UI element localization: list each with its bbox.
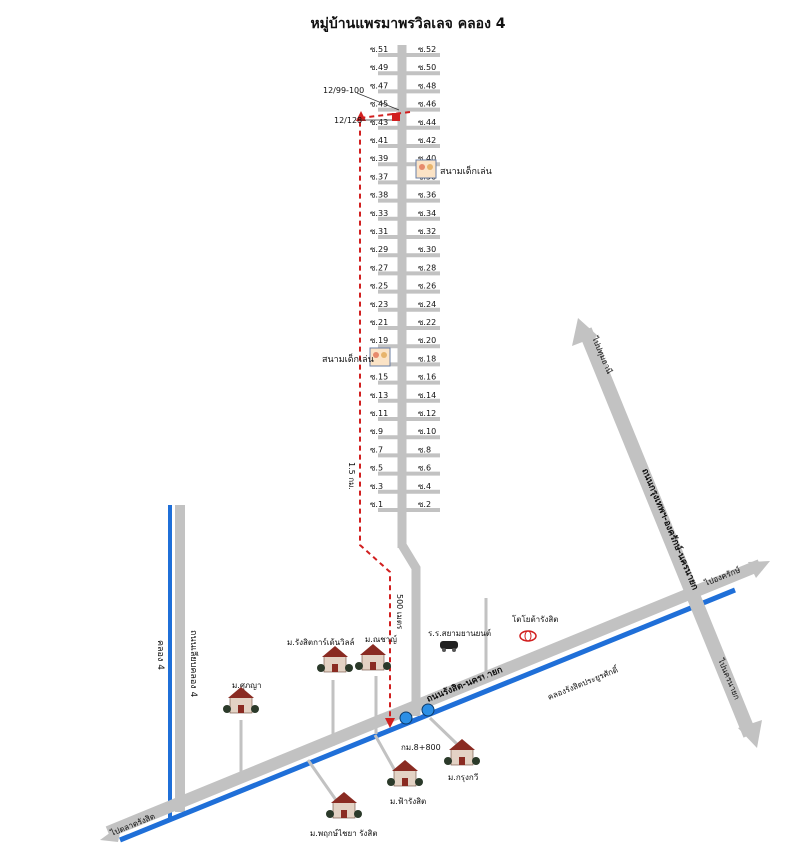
soi-label-right: ซ.22 [418,318,436,327]
route-line [359,111,411,722]
playground-label-1: สนามเด็กเล่น [440,164,492,177]
soi-label-left: ซ.1 [370,500,383,509]
soi-label-left: ซ.38 [370,191,388,200]
soi-label-left: ซ.15 [370,373,388,382]
soi-label-left: ซ.37 [370,172,388,181]
car-icon [440,641,458,652]
soi-label-left: ซ.39 [370,154,388,163]
soi-label-right: ซ.46 [418,100,436,109]
school-label: ร.ร.สยามยานยนต์ [428,628,491,638]
canal-4-road-label: ถนนเลียบคลอง 4 [188,630,199,698]
toyota-logo-icon [519,630,537,642]
soi-label-right: ซ.34 [418,209,436,218]
village-house-icon [223,687,259,714]
soi-label-left: ซ.13 [370,391,388,400]
soi-label-left: ซ.43 [370,118,388,127]
soi-label-left: ซ.9 [370,427,383,436]
soi-label-right: ซ.16 [418,373,436,382]
soi-label-left: ซ.7 [370,445,383,454]
soi-label-right: ซ.24 [418,300,436,309]
soi-label-left: ซ.47 [370,81,388,90]
side-roads [239,598,488,801]
soi-label-right: ซ.28 [418,263,436,272]
playground-icon [369,347,391,367]
soi-label-right: ซ.14 [418,391,436,400]
soi-label-right: ซ.36 [418,191,436,200]
house-number-1: 12/99-100 [323,86,364,95]
soi-label-right: ซ.50 [418,63,436,72]
route-arrowhead [356,111,366,121]
soi-label-right: ซ.26 [418,282,436,291]
soi-label-left: ซ.19 [370,336,388,345]
soi-label-right: ซ.40 [418,154,436,163]
soi-label-left: ซ.33 [370,209,388,218]
village-house-icon [317,646,353,673]
village-label-1: ม.รังสิตการ์เด้นวิลล์ [287,637,355,647]
canal-4-label: คลอง 4 [155,640,165,670]
soi-label-right: ซ.8 [418,445,431,454]
village-house-icon [387,760,423,787]
main-road [105,559,763,838]
soi-label-left: ซ.31 [370,227,388,236]
main-road-arrow-east [748,561,770,578]
soi-label-left: ซ.45 [370,100,388,109]
village-label-6: ม.กรุงกวี [448,773,478,782]
soi-label-right: ซ.18 [418,354,436,363]
toyota-label: โตโยต้ารังสิต [512,614,558,624]
soi-label-right: ซ.20 [418,336,436,345]
village-label-5: ม.ฟ้ารังสิต [390,797,426,806]
bypass-road-label: ถนนกรุงเทพฯ-องครักษ์-นครนายก [639,466,701,591]
stub-distance: 500 เมตร [395,594,404,630]
soi-label-right: ซ.4 [418,482,431,491]
soi-label-left: ซ.3 [370,482,383,491]
soi-label-right: ซ.6 [418,464,431,473]
soi-label-left: ซ.29 [370,245,388,254]
rangsit-canal-label: คลองรังสิตประยูรศักดิ์ [546,663,621,703]
soi-label-left: ซ.27 [370,263,388,272]
soi-label-right: ซ.12 [418,409,436,418]
access-road [398,542,421,716]
km-marker-label: กม.8+800 [401,743,441,752]
map-title: หมู่บ้านแพรมาพรวิลเลจ คลอง 4 [310,16,505,32]
village-label-3: ม.ศุภญา [232,681,261,690]
soi-label-left: ซ.11 [370,409,388,418]
soi-label-left: ซ.51 [370,45,388,54]
village-house-icon [444,739,480,766]
soi-label-right: ซ.30 [418,245,436,254]
soi-label-right: ซ.10 [418,427,436,436]
village-house-icon [355,644,391,671]
bypass-arrow-north [572,318,598,346]
home-marker-icon [392,113,400,121]
bypass-arrow-south [738,720,762,748]
route-distance: 1.5 กม. [347,462,356,490]
village-label-2: ม.ณชาญ์ [365,634,397,644]
soi-label-right: ซ.32 [418,227,436,236]
house-number-2: 12/128 [334,116,362,125]
kilometer-marker-icon [399,703,435,725]
route-arrowtail [385,718,395,728]
soi-label-left: ซ.21 [370,318,388,327]
village-house-icons [223,644,480,819]
village-label-4: ม.พฤกษ์ไชยา รังสิต [310,828,378,838]
soi-label-left: ซ.5 [370,464,383,473]
soi-label-left: ซ.41 [370,136,388,145]
soi-label-left: ซ.49 [370,63,388,72]
village-house-icon [326,792,362,819]
soi-label-right: ซ.44 [418,118,436,127]
soi-label-right: ซ.42 [418,136,436,145]
main-road-arrow-west [100,824,122,842]
soi-label-right: ซ.2 [418,500,431,509]
soi-label-right: ซ.48 [418,81,436,90]
soi-label-left: ซ.25 [370,282,388,291]
soi-label-left: ซ.23 [370,300,388,309]
soi-label-right: ซ.52 [418,45,436,54]
bypass-road [578,327,757,738]
playground-icon [415,159,437,179]
playground-label-2: สนามเด็กเล่น [322,352,374,365]
